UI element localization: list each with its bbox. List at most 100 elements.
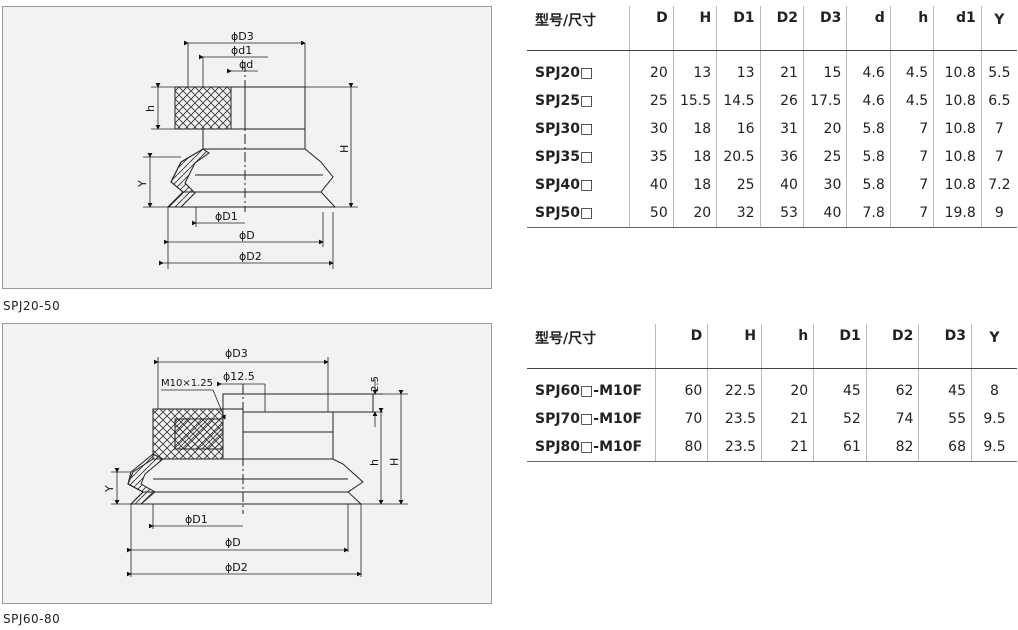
drawing-spj60-80: ϕD3 M10×1.25 ϕ12.5 2.5 h H Y ϕD1 ϕD ϕD2 — [2, 323, 492, 604]
value-cell: 5.8 — [846, 171, 891, 199]
value-cell: 68 — [918, 433, 972, 462]
value-cell: 35 — [629, 143, 674, 171]
model-cell: SPJ25□ — [535, 93, 594, 109]
model-cell: SPJ40□ — [535, 177, 594, 193]
label-d1-bore: ϕd1 — [231, 44, 252, 57]
value-cell: 6.5 — [980, 87, 1017, 115]
col-header: D2 — [865, 324, 919, 369]
col-header: D3 — [918, 324, 972, 369]
value-cell: 14.5 — [716, 87, 761, 115]
value-cell: 70 — [655, 405, 708, 433]
value-cell: 15.5 — [672, 87, 717, 115]
table-header-row: 型号/尺寸 D H D1 D2 D3 d h d1 Y — [527, 6, 1017, 51]
technical-drawing-2: ϕD3 M10×1.25 ϕ12.5 2.5 h H Y ϕD1 ϕD ϕD2 — [103, 347, 408, 577]
value-cell: 10.8 — [933, 87, 982, 115]
value-cell: 17.5 — [802, 87, 847, 115]
col-header: D — [655, 324, 708, 369]
value-cell: 7 — [980, 143, 1017, 171]
col-header: 型号/尺寸 — [527, 6, 630, 51]
model-cell: SPJ60□-M10F — [535, 383, 643, 399]
col-header: H — [672, 6, 717, 51]
value-cell: 45 — [813, 368, 867, 405]
label-thread: M10×1.25 — [161, 378, 213, 389]
value-cell: 5.8 — [846, 143, 891, 171]
value-cell: 4.6 — [846, 87, 891, 115]
model-cell: SPJ35□ — [535, 149, 594, 165]
value-cell: 7 — [889, 171, 934, 199]
value-cell: 61 — [813, 433, 867, 462]
value-cell: 7.8 — [846, 199, 891, 228]
col-header: d — [846, 6, 891, 51]
value-cell: 15 — [802, 50, 847, 87]
value-cell: 50 — [629, 199, 674, 228]
label-H: H — [388, 458, 401, 466]
value-cell: 4.5 — [889, 87, 934, 115]
value-cell: 20 — [802, 115, 847, 143]
label-gap: 2.5 — [370, 376, 381, 392]
model-cell: SPJ50□ — [527, 199, 630, 228]
value-cell: 60 — [655, 368, 708, 405]
drawing-caption-2: SPJ60-80 — [3, 612, 61, 626]
value-cell: 82 — [865, 433, 919, 462]
label-H: H — [338, 145, 351, 153]
value-cell: 20 — [629, 50, 674, 87]
value-cell: 13 — [672, 50, 717, 87]
value-cell: 7 — [889, 199, 934, 228]
value-cell: 10.8 — [933, 171, 982, 199]
col-header: d1 — [933, 6, 982, 51]
label-h: h — [144, 105, 157, 112]
label-D2: ϕD2 — [225, 561, 248, 574]
value-cell: 13 — [716, 50, 761, 87]
value-cell: 9 — [980, 199, 1017, 228]
value-cell: 7 — [889, 143, 934, 171]
col-header: D3 — [802, 6, 847, 51]
col-header: H — [707, 324, 762, 369]
value-cell: 53 — [759, 199, 804, 228]
model-cell: SPJ70□-M10F — [535, 411, 643, 427]
value-cell: 40 — [802, 199, 847, 228]
label-D: ϕD — [225, 536, 241, 549]
value-cell: 20 — [672, 199, 717, 228]
model-cell: SPJ30□ — [535, 121, 594, 137]
col-header: D — [629, 6, 674, 51]
value-cell: 23.5 — [707, 405, 762, 433]
value-cell: 10.8 — [933, 143, 982, 171]
value-cell: 18 — [672, 115, 717, 143]
value-cell: 25 — [802, 143, 847, 171]
value-cell: 62 — [865, 368, 919, 405]
value-cell: 4.5 — [889, 50, 934, 87]
value-cell: 21 — [759, 50, 804, 87]
value-cell: 9.5 — [970, 405, 1017, 433]
col-header: D2 — [759, 6, 804, 51]
value-cell: 32 — [716, 199, 761, 228]
value-cell: 5.8 — [846, 115, 891, 143]
value-cell: 30 — [802, 171, 847, 199]
label-Y: Y — [136, 180, 149, 188]
label-D: ϕD — [239, 229, 255, 242]
col-header: h — [761, 324, 814, 369]
value-cell: 21 — [761, 433, 814, 462]
value-cell: 20 — [761, 368, 814, 405]
value-cell: 7 — [889, 115, 934, 143]
col-header: Y — [970, 324, 1017, 369]
value-cell: 10.8 — [933, 115, 982, 143]
label-D1: ϕD1 — [215, 210, 238, 223]
value-cell: 80 — [655, 433, 708, 462]
value-cell: 45 — [918, 368, 972, 405]
value-cell: 36 — [759, 143, 804, 171]
value-cell: 18 — [672, 171, 717, 199]
value-cell: 55 — [918, 405, 972, 433]
value-cell: 22.5 — [707, 368, 762, 405]
value-cell: 9.5 — [970, 433, 1017, 462]
value-cell: 16 — [716, 115, 761, 143]
